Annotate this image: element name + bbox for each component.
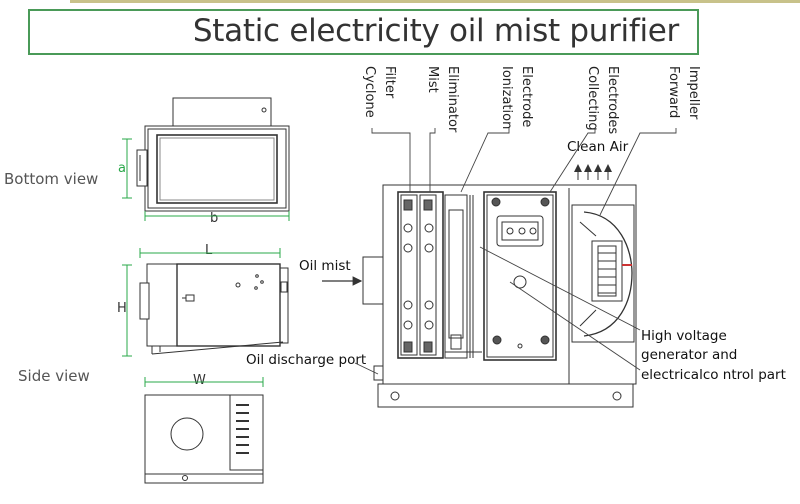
label-filter: Filter <box>382 66 397 99</box>
front-view-dimensions <box>144 377 264 387</box>
hv-label-line3: electricalco ntrol part <box>641 367 786 383</box>
hv-label-line2: generator and <box>641 347 738 363</box>
label-cyclone: Cyclone <box>362 66 377 118</box>
label-ionization: Ionization <box>499 66 514 130</box>
side-view-drawing <box>139 263 289 355</box>
dim-L-label: L <box>205 243 213 258</box>
main-cutaway-drawing <box>362 184 637 408</box>
label-mist: Mist <box>425 66 440 93</box>
label-forward: Forward <box>666 66 681 119</box>
bottom-view-label: Bottom view <box>4 170 99 188</box>
clean-air-label: Clean Air <box>567 139 629 155</box>
front-view-drawing <box>144 394 264 484</box>
bottom-view-drawing <box>136 97 290 212</box>
dim-W-label: W <box>193 373 206 388</box>
side-view-label: Side view <box>18 367 90 385</box>
label-eliminator: Eliminator <box>445 66 460 133</box>
hv-label-line1: High voltage <box>641 328 727 344</box>
oil-mist-label: Oil mist <box>299 258 351 274</box>
page-title: Static electricity oil mist purifier <box>192 13 679 49</box>
label-electrodes: Electrodes <box>605 66 620 135</box>
leader-lines <box>354 128 677 375</box>
oil-discharge-label: Oil discharge port <box>246 352 367 368</box>
side-view-dimensions <box>122 248 281 357</box>
label-impeller: Impeller <box>686 66 701 120</box>
label-electrode: Electrode <box>519 66 534 128</box>
clean-air-arrows <box>574 164 612 180</box>
dim-H-label: H <box>117 301 127 316</box>
title-frame: Static electricity oil mist purifier <box>28 9 699 55</box>
dim-b-label: b <box>210 211 219 226</box>
top-rule <box>70 0 800 3</box>
bottom-view-dimensions <box>122 138 290 221</box>
label-collecting: Collecting <box>585 66 600 131</box>
dim-a-label: a <box>118 161 126 176</box>
